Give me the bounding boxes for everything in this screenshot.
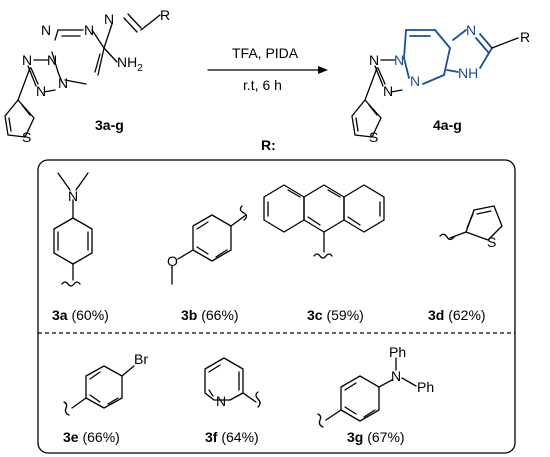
atom-n-3g: N — [391, 368, 401, 384]
atom-n-3a: N — [68, 188, 78, 204]
atom-n-triazole-bottom: N — [36, 83, 46, 99]
structure-3a — [53, 172, 93, 287]
atom-ph-right-3g: Ph — [417, 379, 434, 395]
atom-n-triazole-left: N — [22, 52, 32, 68]
label-3g: 3g (67%) — [347, 429, 405, 445]
atom-n-3f: N — [216, 393, 226, 409]
atom-o-3b: O — [167, 253, 178, 269]
atom-r-product: R — [520, 29, 530, 45]
structure-3b — [171, 205, 248, 285]
structure-3g — [317, 357, 417, 428]
atom-n-ring-top: N — [41, 22, 51, 38]
atom-n-product-triazole-bottom: N — [383, 83, 393, 99]
structure-3c — [263, 184, 385, 259]
starting-material-structure — [4, 13, 161, 138]
atom-br-3e: Br — [134, 351, 148, 367]
substituent-box — [37, 159, 516, 454]
structure-3e — [63, 365, 135, 416]
r-header: R: — [261, 137, 276, 153]
reaction-arrow — [207, 66, 328, 74]
atom-n-product-bridge: N — [394, 52, 404, 68]
atom-ph-top-3g: Ph — [389, 344, 406, 360]
atom-s-3d: S — [487, 234, 496, 250]
atom-n-imine: N — [104, 11, 114, 27]
structure-3f — [204, 357, 261, 408]
label-3e: 3e (66%) — [63, 429, 120, 445]
atom-nh-product: NH — [458, 65, 478, 81]
atom-n-triazole-mid: N — [58, 75, 68, 91]
label-3f: 3f (64%) — [205, 429, 259, 445]
atom-r-imine: R — [160, 7, 170, 23]
atom-n-product-imidazole: N — [466, 22, 476, 38]
label-3c: 3c (59%) — [307, 307, 364, 323]
conditions-text: r.t, 6 h — [243, 77, 282, 93]
atom-n-bridge: N — [47, 52, 57, 68]
atom-nh2: NH2 — [117, 54, 143, 74]
structure-3d — [439, 205, 503, 241]
atom-s-product-thiophene: S — [369, 129, 378, 145]
label-3a-g: 3a-g — [95, 117, 124, 133]
product-structure — [351, 29, 519, 138]
atom-n-ring-top-right: N — [84, 22, 94, 38]
label-3a: 3a (60%) — [52, 307, 109, 323]
atom-n-product-triazole-left: N — [369, 52, 379, 68]
label-4a-g: 4a-g — [433, 117, 462, 133]
atom-n-product-fused: N — [410, 73, 420, 89]
label-3b: 3b (66%) — [181, 307, 239, 323]
reagents-text: TFA, PIDA — [232, 45, 299, 61]
atom-s-thiophene: S — [22, 129, 31, 145]
label-3d: 3d (62%) — [428, 307, 486, 323]
